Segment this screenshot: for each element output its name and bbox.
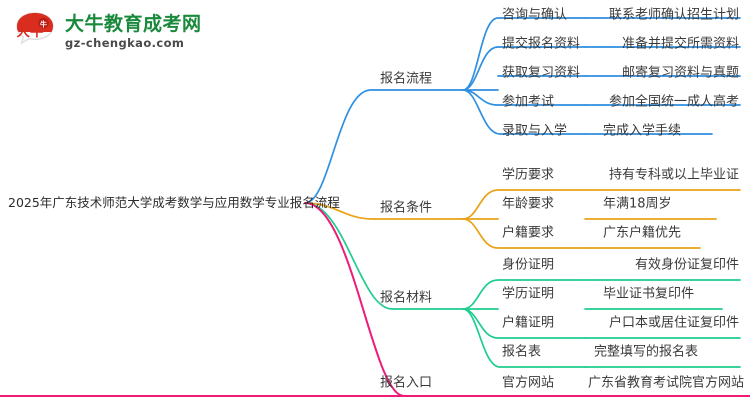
detail-label[interactable]: 毕业证书复印件: [603, 286, 695, 302]
subnode-label[interactable]: 户籍要求: [502, 225, 555, 241]
logo-title: 大牛教育成考网: [65, 12, 202, 35]
subnode-label[interactable]: 户籍证明: [502, 315, 555, 331]
detail-label[interactable]: 联系老师确认招生计划: [608, 7, 739, 23]
detail-label[interactable]: 完成入学手续: [603, 123, 682, 139]
detail-label[interactable]: 持有专科或以上毕业证: [608, 167, 739, 183]
subnode-label[interactable]: 官方网站: [502, 375, 555, 391]
subnode-label[interactable]: 身份证明: [502, 257, 555, 273]
subnode-label[interactable]: 提交报名资料: [502, 36, 581, 52]
detail-label[interactable]: 户口本或居住证复印件: [608, 315, 739, 331]
branch-label-enrollment-entry[interactable]: 报名入口: [380, 375, 433, 391]
detail-label[interactable]: 广东户籍优先: [603, 225, 682, 241]
detail-label[interactable]: 参加全国统一成人高考: [608, 94, 739, 110]
detail-label[interactable]: 邮寄复习资料与真题: [621, 65, 739, 81]
branch-label-enrollment-requirements[interactable]: 报名条件: [380, 200, 433, 216]
mindmap-root-label[interactable]: 2025年广东技术师范大学成考数学与应用数学专业报名流程: [8, 194, 340, 210]
subnode-label[interactable]: 参加考试: [502, 94, 555, 110]
logo-subtitle: gz-chengkao.com: [65, 35, 185, 50]
detail-label[interactable]: 完整填写的报名表: [594, 344, 699, 360]
subnode-label[interactable]: 学历证明: [502, 286, 555, 302]
subnode-label[interactable]: 咨询与确认: [502, 7, 568, 23]
detail-label[interactable]: 准备并提交所需资料: [621, 36, 739, 52]
branch-label-enrollment-process[interactable]: 报名流程: [380, 71, 433, 87]
logo-wordmark: 大牛教育成考网 gz-chengkao.com: [65, 12, 202, 50]
site-logo: 牛 大牛 大牛教育成考网 gz-chengkao.com: [12, 6, 222, 58]
subnode-label[interactable]: 学历要求: [502, 167, 555, 183]
subnode-label[interactable]: 报名表: [502, 344, 542, 360]
detail-label[interactable]: 年满18周岁: [603, 196, 672, 212]
subnode-label[interactable]: 录取与入学: [502, 123, 568, 139]
subnode-label[interactable]: 获取复习资料: [502, 65, 581, 81]
detail-label[interactable]: 广东省教育考试院官方网站: [587, 375, 744, 391]
svg-text:牛: 牛: [40, 19, 47, 28]
subnode-label[interactable]: 年龄要求: [502, 196, 555, 212]
branch-label-enrollment-materials[interactable]: 报名材料: [380, 290, 433, 306]
svg-text:大牛: 大牛: [17, 23, 44, 40]
detail-label[interactable]: 有效身份证复印件: [634, 257, 739, 273]
daniu-bull-logo-icon: 牛 大牛: [12, 10, 58, 54]
